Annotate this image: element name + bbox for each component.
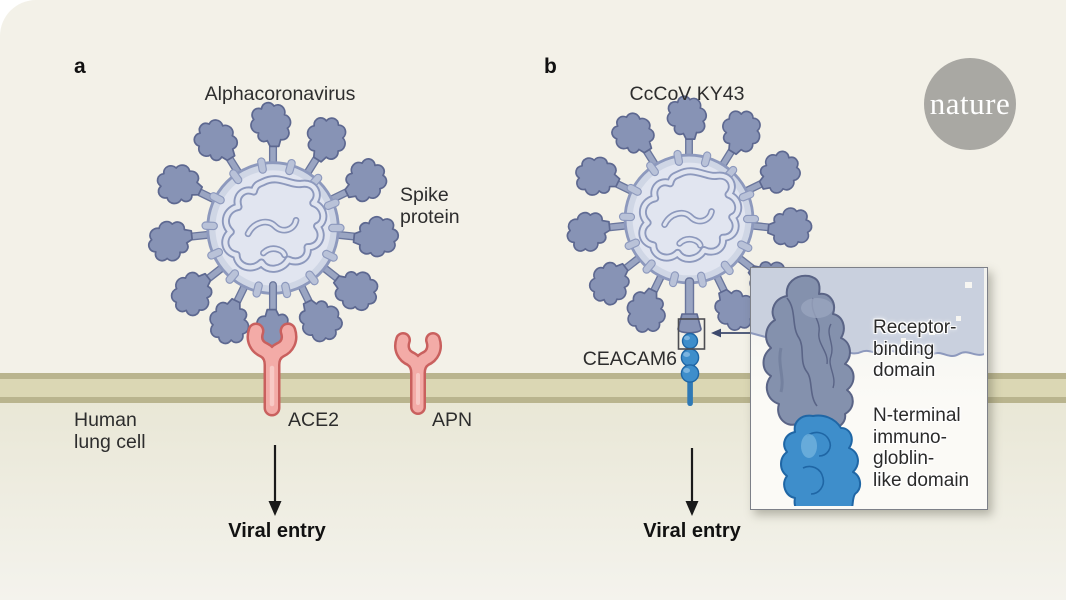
viral-entry-label-b: Viral entry — [643, 520, 741, 542]
nature-logo-text: nature — [929, 86, 1011, 121]
viral-entry-label-a: Viral entry — [228, 520, 326, 542]
panel-b-title: CcCoV KY43 — [629, 83, 745, 105]
inset-nterm-blob — [780, 414, 861, 506]
inset-pointer-arrow — [711, 328, 750, 338]
apn-label: APN — [432, 409, 473, 431]
ace2-label: ACE2 — [288, 409, 339, 431]
apn-receptor — [394, 332, 442, 415]
viral-entry-arrow-a — [268, 445, 282, 516]
ceacam6-receptor — [680, 332, 700, 406]
panel-a-title: Alphacoronavirus — [204, 83, 356, 105]
spike-protein-label: Spike protein — [400, 184, 460, 228]
inset-rbd-blob — [762, 274, 855, 434]
panel-a-letter: a — [74, 55, 86, 78]
panel-b-letter: b — [544, 55, 557, 78]
virus-b-bound-spike — [677, 277, 702, 334]
n-terminal-domain-label: N-terminal immuno- globlin- like domain — [873, 405, 970, 491]
zoom-highlight-box — [677, 318, 706, 350]
receptor-binding-domain-label: Receptor- binding domain — [873, 317, 957, 381]
inset-artwork — [751, 268, 984, 506]
virus-a-illustration — [147, 103, 400, 354]
ceacam6-label: CEACAM6 — [582, 348, 677, 370]
human-lung-cell-label: Human lung cell — [74, 409, 146, 453]
ace2-receptor — [246, 322, 298, 417]
viral-entry-arrow-b — [685, 448, 699, 516]
binding-domain-inset — [750, 267, 988, 510]
nature-logo: nature — [924, 58, 1016, 150]
